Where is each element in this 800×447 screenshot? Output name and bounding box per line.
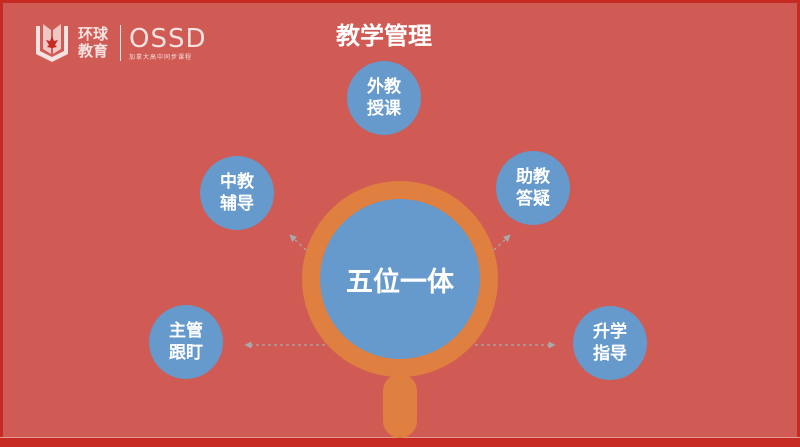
logo-cn-line1: 环球: [78, 25, 109, 43]
center-magnifier: 五位一体: [302, 181, 498, 377]
node-line1: 中教: [220, 172, 254, 192]
node-line2: 辅导: [220, 194, 254, 214]
logo-divider: [120, 25, 121, 61]
page-title: 教学管理: [336, 21, 432, 50]
node-admission: 升学指导: [573, 306, 647, 380]
arrow-upleft: [289, 234, 307, 251]
node-line2: 指导: [593, 344, 627, 364]
center-label: 五位一体: [346, 266, 454, 298]
node-supervisor: 主管跟盯: [149, 305, 223, 379]
node-line1: 助教: [516, 167, 550, 187]
node-foreign-teacher: 外教授课: [347, 61, 421, 135]
book-maple-leaf-icon: [36, 24, 68, 62]
arrow-upright: [493, 234, 511, 251]
node-line1: 主管: [169, 321, 203, 341]
node-line1: 升学: [593, 322, 627, 342]
top-border: [0, 0, 800, 3]
node-assistant: 助教答疑: [496, 151, 570, 225]
logo-cn-line2: 教育: [78, 42, 109, 60]
logo-en: OSSD: [129, 23, 207, 54]
magnifier-handle: [383, 374, 417, 438]
node-line2: 答疑: [516, 189, 550, 209]
node-line2: 跟盯: [169, 343, 203, 363]
left-border: [0, 0, 3, 446]
node-line2: 授课: [367, 99, 401, 119]
node-line1: 外教: [367, 77, 401, 97]
node-chinese-teacher: 中教辅导: [200, 156, 274, 230]
right-border: [797, 0, 800, 446]
logo-subtitle: 加拿大高中同步课程: [129, 53, 193, 61]
